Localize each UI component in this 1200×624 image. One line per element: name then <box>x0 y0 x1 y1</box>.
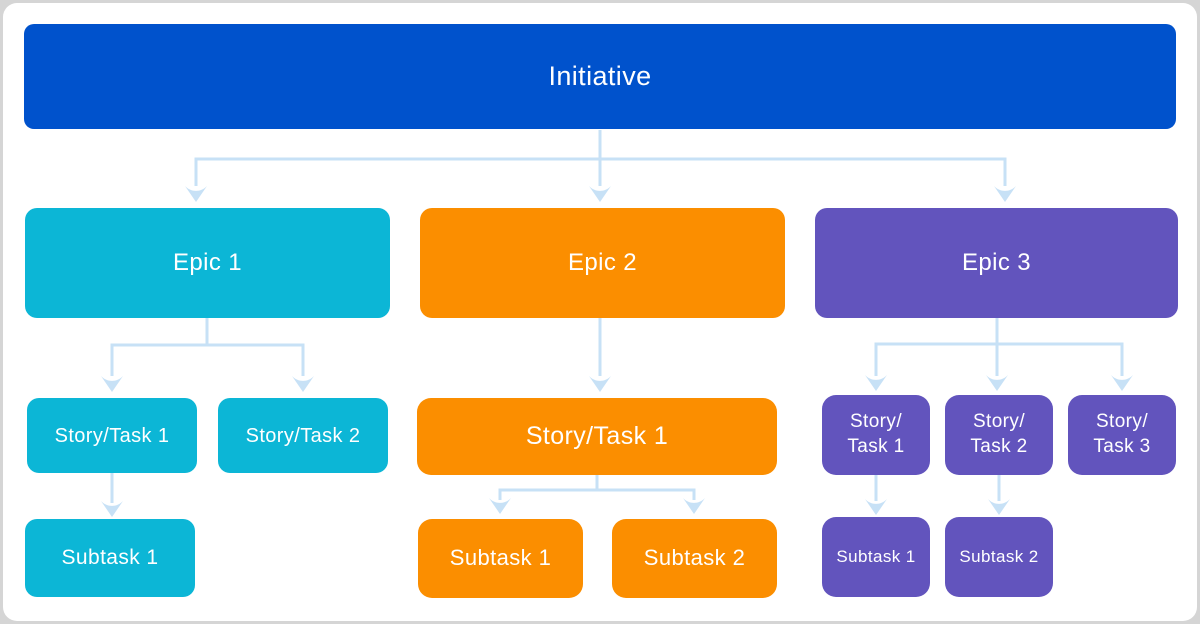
epic3-subtask-1-label: Subtask 1 <box>836 546 916 566</box>
epic1-story-task-2-node: Story/Task 2 <box>218 398 388 473</box>
epic2-subtask-1-label: Subtask 1 <box>449 545 552 571</box>
epic3-subtask-1-node: Subtask 1 <box>822 517 930 597</box>
epic3-story-task-1-node: Story/ Task 1 <box>822 395 930 475</box>
epic-1-label: Epic 1 <box>172 249 243 277</box>
epic1-story-task-1-node: Story/Task 1 <box>27 398 197 473</box>
epic-3-node: Epic 3 <box>815 208 1178 318</box>
epic1-story-task-1-label: Story/Task 1 <box>54 424 170 447</box>
epic2-story-task-1-node: Story/Task 1 <box>417 398 777 475</box>
epic1-subtask-1-label: Subtask 1 <box>61 546 159 570</box>
epic3-story-task-2-node: Story/ Task 2 <box>945 395 1053 475</box>
epic3-story-task-1-label: Story/ Task 1 <box>847 410 904 459</box>
epic3-story-task-3-node: Story/ Task 3 <box>1068 395 1176 475</box>
epic3-story-task-3-line1: Story/ <box>1095 411 1148 433</box>
epic3-subtask-2-label: Subtask 2 <box>959 546 1039 566</box>
epic3-story-task-2-line2: Task 2 <box>970 436 1028 457</box>
epic3-story-task-3-line2: Task 3 <box>1093 436 1151 457</box>
epic3-story-task-2-label: Story/ Task 2 <box>970 410 1027 459</box>
epic3-story-task-1-line1: Story/ <box>849 411 902 433</box>
epic-3-label: Epic 3 <box>961 249 1032 277</box>
epic-2-node: Epic 2 <box>420 208 785 318</box>
epic2-story-task-1-label: Story/Task 1 <box>525 422 669 451</box>
epic3-subtask-2-node: Subtask 2 <box>945 517 1053 597</box>
epic-1-node: Epic 1 <box>25 208 390 318</box>
epic-2-label: Epic 2 <box>567 249 638 277</box>
epic1-story-task-2-label: Story/Task 2 <box>245 424 361 447</box>
epic3-story-task-3-label: Story/ Task 3 <box>1093 410 1150 459</box>
epic3-story-task-2-line1: Story/ <box>972 411 1025 433</box>
initiative-label: Initiative <box>548 60 652 91</box>
epic2-subtask-1-node: Subtask 1 <box>418 519 583 598</box>
epic3-story-task-1-line2: Task 1 <box>847 436 905 457</box>
initiative-node: Initiative <box>24 24 1176 129</box>
epic1-subtask-1-node: Subtask 1 <box>25 519 195 597</box>
epic2-subtask-2-node: Subtask 2 <box>612 519 777 598</box>
epic2-subtask-2-label: Subtask 2 <box>643 545 746 571</box>
